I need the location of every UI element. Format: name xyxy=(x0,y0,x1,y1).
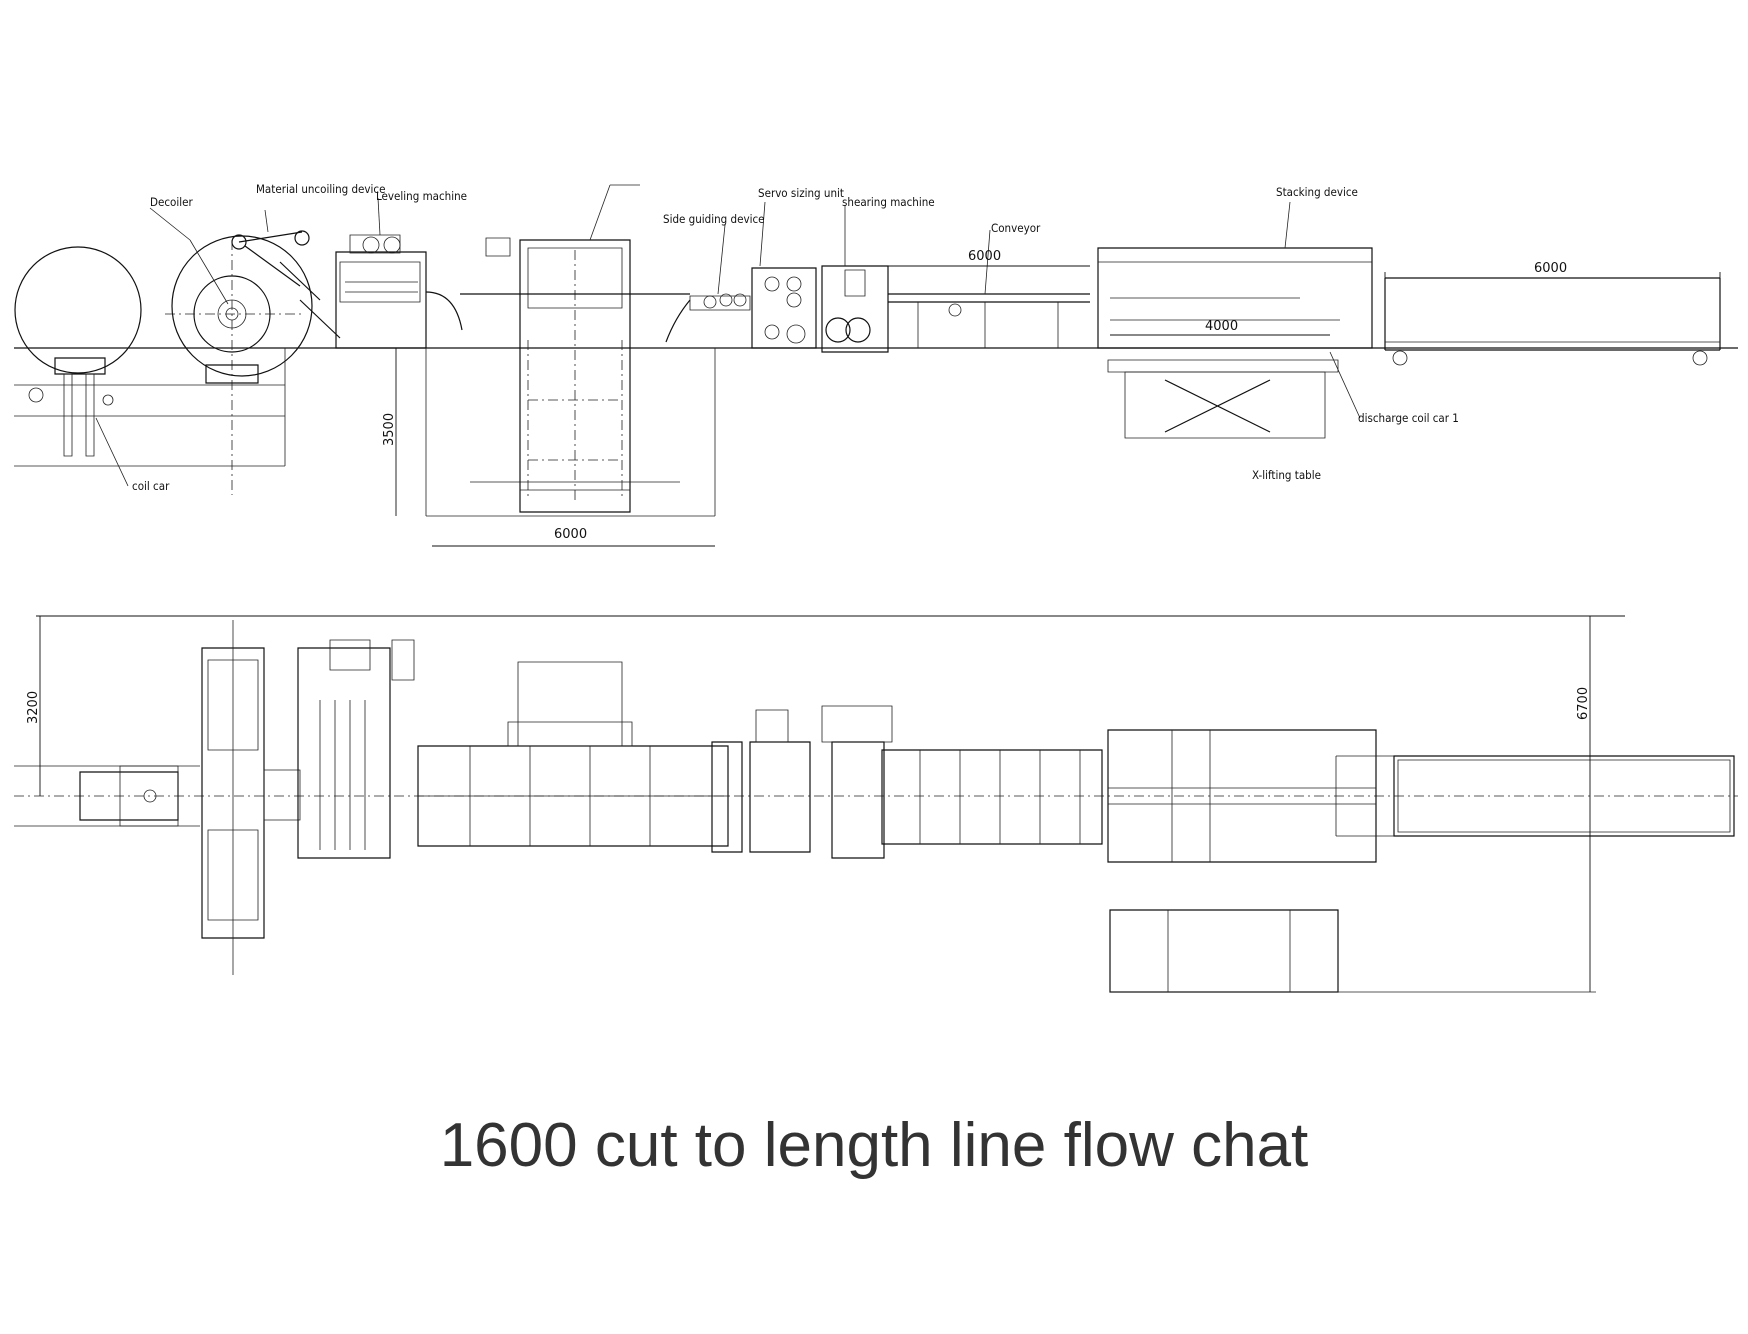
label-material-uncoiling-device: Material uncoiling device xyxy=(256,182,385,196)
decoiler xyxy=(150,208,312,495)
label-servo-sizing-unit: Servo sizing unit xyxy=(758,186,844,200)
side-guiding-device xyxy=(690,225,750,310)
label-coil-car: coil car xyxy=(132,479,170,493)
dim-plan-total-width: 6700 xyxy=(1576,687,1591,720)
label-discharge-coil-car: discharge coil car 1 xyxy=(1358,411,1459,425)
label-decoiler: Decoiler xyxy=(150,195,193,209)
page-title: 1600 cut to length line flow chat xyxy=(439,1111,1309,1180)
label-x-lifting-table: X-lifting table xyxy=(1252,468,1321,482)
servo-sizing-unit xyxy=(752,202,816,348)
shearing-machine xyxy=(822,205,888,352)
elevation-dimensions xyxy=(396,266,1720,546)
discharge-plan xyxy=(1336,756,1734,836)
loop-plan xyxy=(418,662,728,846)
material-uncoiling-device xyxy=(232,210,340,338)
leveling-plan xyxy=(298,640,414,858)
dim-plan-upper-width: 3200 xyxy=(26,691,41,724)
dim-stacking-length: 4000 xyxy=(1205,319,1238,334)
coil-car-plan xyxy=(80,766,178,826)
conveyor xyxy=(888,230,1090,348)
loop-pit xyxy=(426,185,715,516)
label-conveyor: Conveyor xyxy=(991,221,1041,235)
label-leveling-machine: Leveling machine xyxy=(376,189,467,203)
dim-conveyor-length: 6000 xyxy=(968,249,1001,264)
stacking-device xyxy=(1098,202,1372,438)
dim-loop-pit-depth: 3500 xyxy=(382,413,397,446)
dim-discharge-length: 6000 xyxy=(1534,261,1567,276)
plan-view: 3200 6700 xyxy=(14,616,1738,992)
leveling-machine xyxy=(336,198,426,348)
dim-loop-pit-length: 6000 xyxy=(554,527,587,542)
conveyor-plan xyxy=(882,750,1102,844)
shear-plan xyxy=(712,706,892,858)
label-stacking-device: Stacking device xyxy=(1276,185,1358,199)
coil-car xyxy=(14,247,285,486)
label-shearing-machine: shearing machine xyxy=(842,195,935,209)
label-side-guiding-device: Side guiding device xyxy=(663,212,765,226)
decoiler-plan xyxy=(202,620,300,975)
elevation-view: Decoiler Material uncoiling device Level… xyxy=(14,182,1738,546)
